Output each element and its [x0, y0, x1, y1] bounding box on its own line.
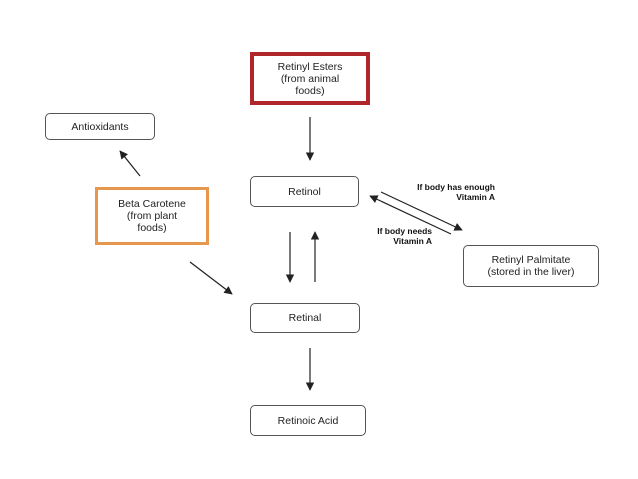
retinal-label: Retinal — [288, 312, 322, 324]
label-if-body-needs: If body needs Vitamin A — [377, 226, 432, 246]
retinol-box: Retinol — [250, 176, 359, 207]
retinoic-acid-label: Retinoic Acid — [277, 414, 339, 427]
arrow-palmitate-to-retinol — [369, 195, 452, 235]
retinyl-palmitate-label: Retinyl Palmitate (stored in the liver) — [487, 254, 575, 278]
antioxidants-box: Antioxidants — [45, 113, 155, 140]
label-if-body-has-enough: If body has enough Vitamin A — [417, 182, 495, 202]
retinyl-palmitate-box: Retinyl Palmitate (stored in the liver) — [463, 245, 599, 287]
retinal-box: Retinal — [250, 303, 360, 333]
retinol-label: Retinol — [288, 185, 321, 198]
antioxidants-label: Antioxidants — [71, 120, 129, 133]
beta-carotene-box: Beta Carotene (from plant foods) — [95, 187, 209, 245]
arrow-beta-carotene-to-antioxidants — [119, 150, 141, 177]
arrow-retinol-to-palmitate — [380, 191, 463, 231]
retinyl-esters-label: Retinyl Esters (from animal foods) — [277, 60, 343, 97]
retinoic-acid-box: Retinoic Acid — [250, 405, 366, 436]
retinyl-esters-box: Retinyl Esters (from animal foods) — [250, 52, 370, 105]
arrow-beta-carotene-to-retinal — [189, 261, 233, 295]
beta-carotene-label: Beta Carotene (from plant foods) — [118, 198, 186, 234]
